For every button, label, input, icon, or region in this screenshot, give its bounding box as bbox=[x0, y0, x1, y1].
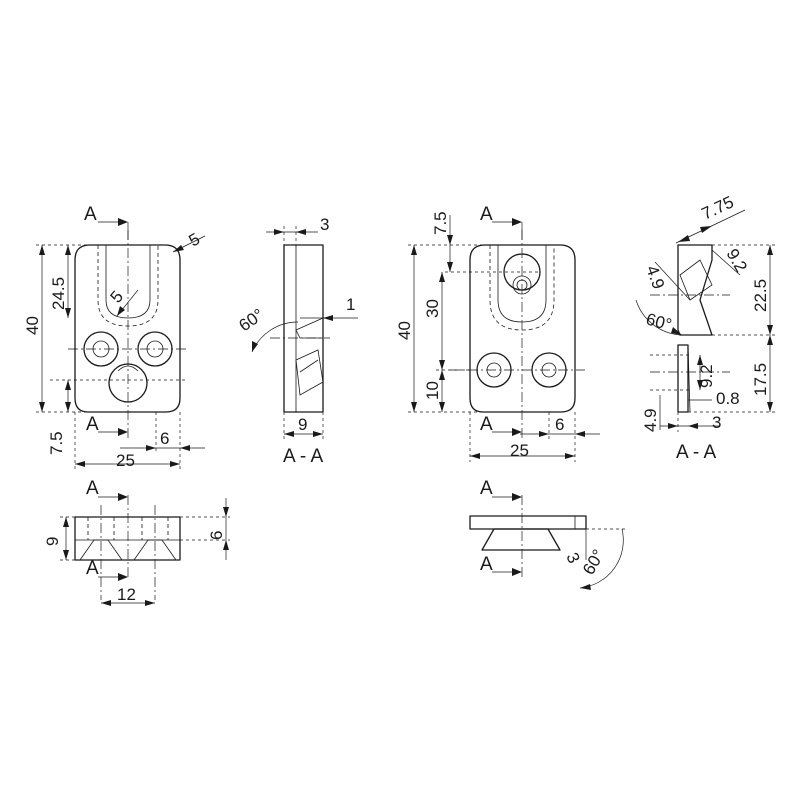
p2-side-angle: 60° bbox=[644, 310, 674, 335]
p1-dim-width: 25 bbox=[116, 451, 135, 470]
section-mark-top: A bbox=[84, 204, 97, 225]
p2-bottom-mark-bottom: A bbox=[480, 554, 493, 575]
p1-dim-height: 40 bbox=[23, 316, 42, 335]
p2-dim-top: 7.5 bbox=[431, 211, 450, 235]
p1-dim-corner-radius: 5 bbox=[186, 229, 204, 250]
p2-dim-bottom: 10 bbox=[423, 381, 442, 400]
part2-side-section: 7.75 4.9 9.2 60° 22.5 17.5 9.2 0.8 4.9 bbox=[635, 192, 775, 463]
p2-section-mark-top: A bbox=[480, 204, 493, 225]
p2-section-title: A - A bbox=[676, 442, 716, 463]
section-mark-bottom: A bbox=[86, 414, 99, 435]
p1-bottom-mark-top: A bbox=[86, 478, 99, 499]
p2-side-base: 4.9 bbox=[641, 408, 660, 432]
p1-dim-edge: 6 bbox=[160, 429, 169, 448]
part2-front-view: A A 7.5 40 30 10 25 bbox=[395, 204, 600, 462]
p2-side-top-width: 7.75 bbox=[699, 192, 737, 223]
p2-bottom-mark-top: A bbox=[480, 478, 493, 499]
p1-side-angle: 60° bbox=[235, 305, 267, 335]
p2-side-lower: 17.5 bbox=[751, 363, 770, 396]
p1-section-title: A - A bbox=[283, 446, 323, 467]
p1-side-depth: 9 bbox=[298, 415, 307, 434]
p2-side-upper: 22.5 bbox=[751, 279, 770, 312]
p2-side-gap: 0.8 bbox=[716, 389, 740, 408]
p2-section-mark-bottom: A bbox=[480, 414, 493, 435]
p2-side-chamfer1: 4.9 bbox=[642, 263, 668, 292]
part1-side-section: 3 1 60° 9 A - A bbox=[235, 215, 358, 467]
part1-bottom-view: A A 9 6 12 bbox=[43, 478, 230, 606]
p2-dim-width: 25 bbox=[510, 441, 529, 460]
p2-side-chamfer2: 9.2 bbox=[723, 246, 751, 276]
p1-bottom-spacing: 12 bbox=[117, 585, 136, 604]
p1-dim-slot: 24.5 bbox=[49, 277, 68, 310]
part2-bottom-view: A A 3 60° bbox=[469, 478, 625, 590]
p1-bottom-mark-bottom: A bbox=[86, 558, 99, 579]
p2-bottom-step: 3 bbox=[562, 550, 583, 567]
p1-side-step: 1 bbox=[346, 295, 355, 314]
p2-side-thickness: 3 bbox=[712, 413, 721, 432]
part1-front-view: A A 40 24.5 7.5 5 5 2 bbox=[23, 204, 206, 470]
p1-dim-slot-radius: 5 bbox=[107, 287, 128, 306]
p2-bottom-angle: 60° bbox=[579, 546, 608, 578]
p1-side-thickness: 3 bbox=[320, 215, 329, 234]
p1-dim-bottom: 7.5 bbox=[47, 431, 66, 455]
p2-dim-edge: 6 bbox=[555, 415, 564, 434]
p1-bottom-height: 9 bbox=[43, 537, 62, 546]
p2-side-hole: 9.2 bbox=[697, 364, 716, 388]
p2-dim-height: 40 bbox=[395, 321, 414, 340]
p2-dim-slot: 30 bbox=[423, 299, 442, 318]
p1-bottom-inner: 6 bbox=[207, 531, 226, 540]
